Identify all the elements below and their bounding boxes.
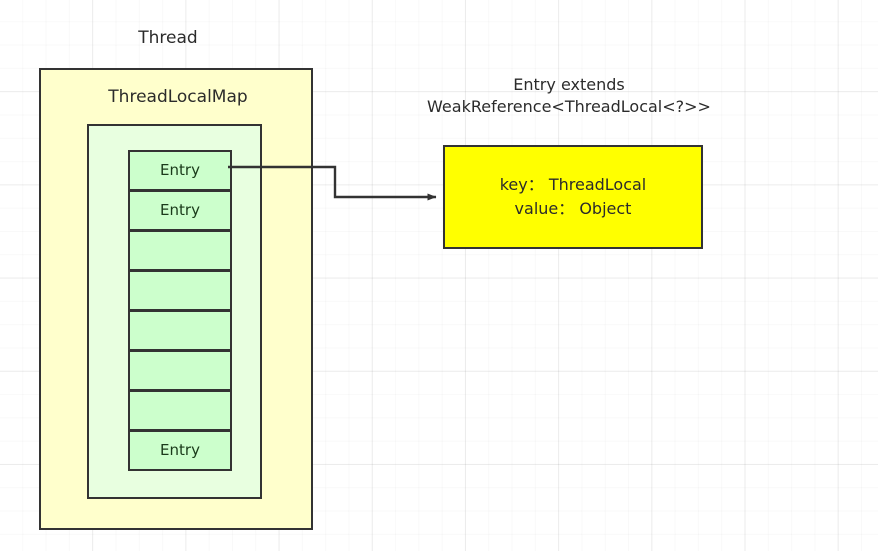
- entry-detail-header: Entry extends WeakReference<ThreadLocal<…: [389, 74, 749, 118]
- entry-connector-arrow: [228, 165, 437, 201]
- entry-cell-7[interactable]: Entry: [128, 430, 232, 471]
- entry-cell-4[interactable]: [128, 310, 232, 351]
- entry-table: Entry Entry: [128, 150, 232, 471]
- entry-cell-2[interactable]: [128, 230, 232, 271]
- threadlocalmap-box[interactable]: Entry Entry: [87, 124, 262, 499]
- entry-cell-label: Entry: [160, 201, 200, 219]
- entry-cell-5[interactable]: [128, 350, 232, 391]
- entry-detail-box[interactable]: key： ThreadLocal value： Object: [443, 145, 703, 249]
- thread-title: Thread: [138, 28, 198, 48]
- entry-value-line: value： Object: [514, 199, 632, 218]
- entry-cell-0[interactable]: Entry: [128, 150, 232, 191]
- entry-cell-1[interactable]: Entry: [128, 190, 232, 231]
- entry-cell-label: Entry: [160, 441, 200, 459]
- entry-key-line: key： ThreadLocal: [499, 175, 647, 194]
- entry-detail-header-line1: Entry extends: [513, 75, 625, 94]
- thread-box[interactable]: ThreadLocalMap Entry Entry: [39, 68, 313, 530]
- entry-cell-6[interactable]: [128, 390, 232, 431]
- threadlocalmap-title: ThreadLocalMap: [108, 87, 248, 107]
- entry-cell-label: Entry: [160, 161, 200, 179]
- entry-cell-3[interactable]: [128, 270, 232, 311]
- entry-detail-header-line2: WeakReference<ThreadLocal<?>>: [427, 97, 711, 116]
